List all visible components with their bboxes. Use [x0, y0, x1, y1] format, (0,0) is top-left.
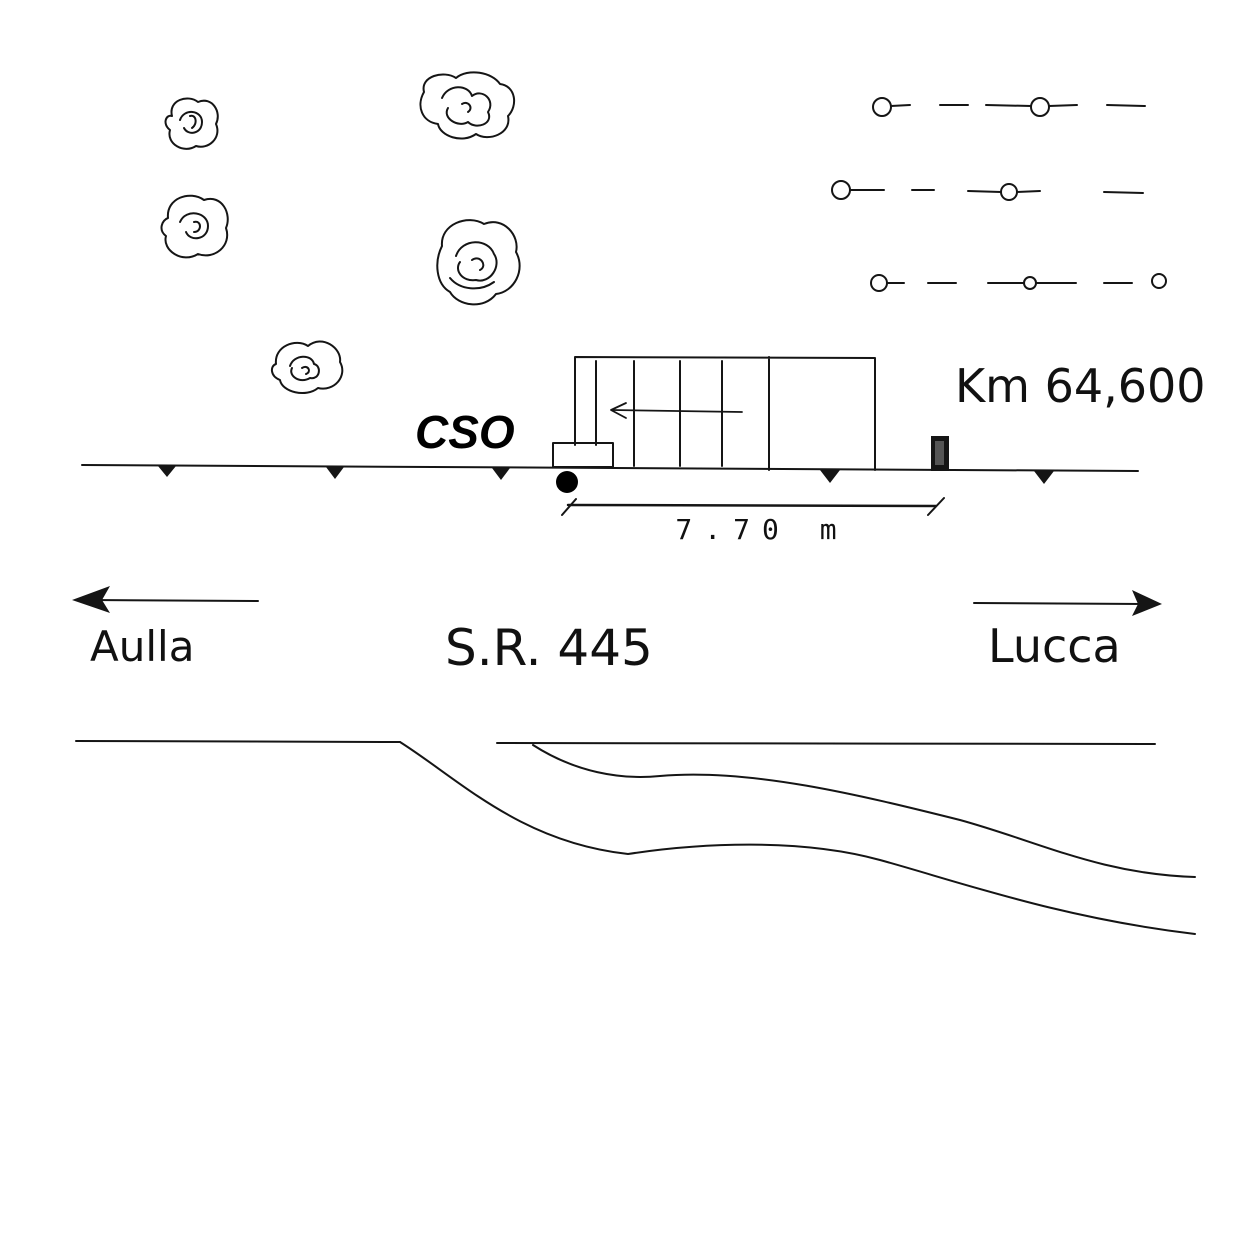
river-banks [75, 740, 1196, 935]
direction-right-label: Lucca [988, 619, 1121, 673]
dimension-line [561, 497, 945, 516]
shrub-icon [419, 71, 516, 140]
station-box [552, 442, 614, 468]
marker-icon [820, 470, 840, 483]
shrubs [160, 71, 521, 395]
tree-row-icon [872, 97, 1146, 117]
shrub-icon [164, 97, 219, 150]
tree-rows [831, 97, 1167, 292]
marker-icon [158, 466, 176, 477]
direction-left-label: Aulla [90, 622, 194, 671]
shrub-icon [270, 340, 344, 395]
shrub-icon [436, 219, 521, 306]
arrow-left-icon [72, 586, 259, 613]
distance-label: 7.70 m [675, 513, 848, 546]
marker-icon [1034, 471, 1054, 484]
kilometre-label: Km 64,600 [955, 359, 1206, 413]
shrub-icon [160, 194, 229, 259]
road-label: S.R. 445 [445, 619, 653, 677]
arrow-right-icon [973, 590, 1162, 616]
marker-icon [492, 468, 510, 480]
tree-row-icon [870, 273, 1167, 292]
station-label: CSO [415, 406, 515, 458]
station-marker-icon [556, 471, 578, 493]
marker-icon [326, 467, 344, 479]
tree-row-icon [831, 180, 1144, 201]
building-outline [574, 356, 876, 471]
road-edge [81, 464, 1139, 484]
